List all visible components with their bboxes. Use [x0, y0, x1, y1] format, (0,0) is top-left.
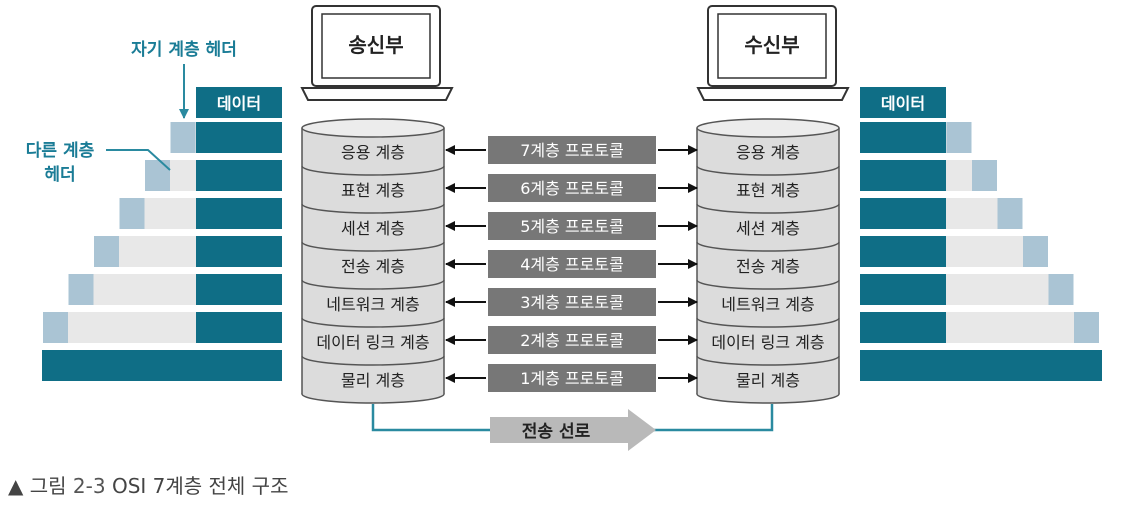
right-payload [860, 312, 946, 343]
left-payload [196, 198, 282, 229]
receiver-layer-label: 데이터 링크 계층 [711, 333, 824, 352]
left-frame-row [42, 350, 282, 381]
sender-layer-label: 응용 계층 [341, 143, 405, 162]
left-own-header [170, 122, 196, 153]
protocol-label: 4계층 프로토콜 [520, 255, 624, 274]
right-frame-row [860, 350, 1102, 381]
receiver-layer-label: 물리 계층 [736, 371, 800, 390]
left-own-header [94, 236, 119, 267]
receiver-layer-divider [696, 279, 840, 290]
protocol-box [488, 250, 656, 278]
other-header-label-2: 헤더 [44, 165, 75, 185]
receiver-layer-label: 네트워크 계층 [721, 295, 814, 314]
left-payload [196, 160, 282, 191]
own-header-label: 자기 계층 헤더 [131, 40, 237, 60]
sender-encapsulation: 데이터 [42, 87, 282, 381]
protocol-label: 3계층 프로토콜 [520, 293, 624, 312]
sender-label: 송신부 [348, 33, 403, 57]
protocol-column: 7계층 프로토콜 6계층 프로토콜 5계층 프로토콜 4계층 프로토콜 3계층 프로토콜… [445, 136, 698, 392]
protocol-box [488, 326, 656, 354]
left-payload [196, 274, 282, 305]
right-payload [860, 198, 946, 229]
right-own-header [1048, 274, 1074, 305]
protocol-box [488, 136, 656, 164]
right-payload [860, 236, 946, 267]
sender-layer-label: 표현 계층 [341, 181, 405, 200]
right-own-header [1074, 312, 1099, 343]
sender-layer-label: 데이터 링크 계층 [316, 333, 429, 352]
receiver-layer-divider [696, 317, 840, 328]
receiver-label: 수신부 [744, 33, 799, 57]
caption-prefix: 그림 [29, 474, 67, 498]
sender-layer-divider [301, 317, 445, 328]
receiver-layer-divider [696, 241, 840, 252]
right-own-header [1023, 236, 1048, 267]
sender-layer-label: 세션 계층 [341, 219, 405, 238]
protocol-label: 6계층 프로토콜 [520, 179, 624, 198]
receiver-layer-label: 표현 계층 [736, 181, 800, 200]
receiver-decapsulation: 데이터 [860, 87, 1102, 381]
sender-layer-label: 전송 계층 [341, 257, 405, 276]
data-block-left [196, 87, 282, 118]
right-own-header [946, 122, 972, 153]
receiver-layer-divider [696, 203, 840, 214]
protocol-box [488, 364, 656, 392]
protocol-box [488, 174, 656, 202]
sender-layer-divider [301, 241, 445, 252]
protocol-label: 2계층 프로토콜 [520, 331, 624, 350]
left-header-row [43, 312, 196, 343]
left-own-header [43, 312, 68, 343]
caption-text: OSI 7계층 전체 구조 [111, 474, 289, 498]
sender-layer-label: 네트워크 계층 [326, 295, 419, 314]
receiver-laptop-icon: 수신부 [696, 5, 850, 101]
receiver-layer-divider [696, 165, 840, 176]
receiver-layer-divider [696, 355, 840, 366]
protocol-label: 1계층 프로토콜 [520, 369, 624, 388]
sender-layer-divider [301, 355, 445, 366]
right-own-header [972, 160, 997, 191]
data-block-right [860, 87, 946, 118]
sender-layer-divider [301, 279, 445, 290]
left-payload [196, 236, 282, 267]
sender-stack-top [301, 118, 445, 138]
other-header-label: 다른 계층 [26, 141, 95, 161]
protocol-box [488, 288, 656, 316]
protocol-label: 7계층 프로토콜 [520, 141, 624, 160]
sender-layer-divider [301, 203, 445, 214]
right-payload [860, 160, 946, 191]
right-own-header [997, 198, 1023, 229]
data-label-left: 데이터 [217, 94, 261, 113]
sender-layer-divider [301, 165, 445, 176]
receiver-layer-label: 응용 계층 [736, 143, 800, 162]
left-own-header [68, 274, 94, 305]
medium-label: 전송 선로 [522, 422, 591, 442]
sender-layer-label: 물리 계층 [341, 371, 405, 390]
right-header-row [946, 312, 1099, 343]
left-payload [196, 122, 282, 153]
receiver-layer-label: 전송 계층 [736, 257, 800, 276]
left-own-header [119, 198, 145, 229]
left-payload [196, 312, 282, 343]
data-label-right: 데이터 [881, 94, 925, 113]
protocol-label: 5계층 프로토콜 [520, 217, 624, 236]
right-payload [860, 122, 946, 153]
left-own-header [145, 160, 170, 191]
receiver-layer-label: 세션 계층 [736, 219, 800, 238]
sender-laptop-icon: 송신부 [300, 5, 454, 101]
caption-marker: ▲ [8, 474, 24, 498]
receiver-stack-top [696, 118, 840, 138]
caption-number: 2-3 [72, 474, 106, 498]
other-header-line [106, 149, 171, 171]
figure-caption: ▲ 그림 2-3 OSI 7계층 전체 구조 [8, 470, 289, 499]
protocol-box [488, 212, 656, 240]
medium-arrow [490, 409, 656, 451]
right-payload [860, 274, 946, 305]
